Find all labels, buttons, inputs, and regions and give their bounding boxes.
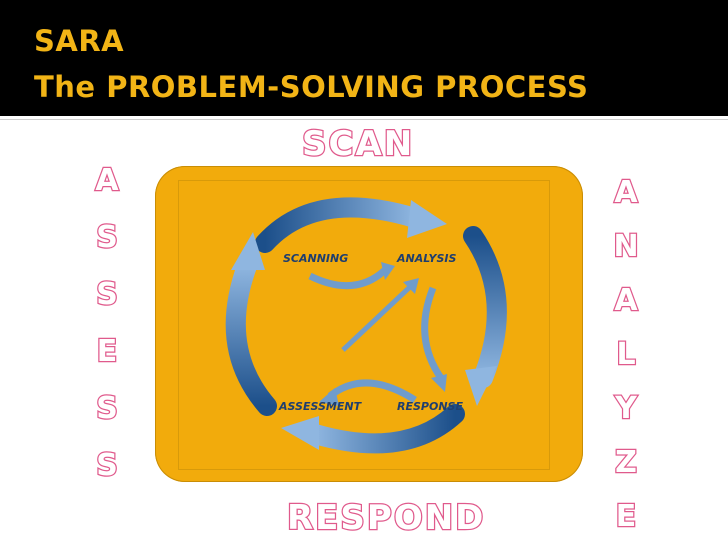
assess-letter: A xyxy=(94,162,120,200)
analyze-letter: A xyxy=(613,282,639,320)
inner-arrow-diagonal-head xyxy=(403,278,419,294)
inner-arrow-bottom xyxy=(327,379,417,403)
scanning-label: SCANNING xyxy=(283,252,348,265)
assess-letter: S xyxy=(95,390,119,428)
inner-arrow-bottom-head xyxy=(319,388,339,406)
title-bar: SARA The PROBLEM-SOLVING PROCESS xyxy=(0,0,728,116)
diagram-frame xyxy=(178,180,550,470)
assess-letter: E xyxy=(96,333,119,371)
sara-cycle-diagram: SCANNING ANALYSIS ASSESSMENT RESPONSE xyxy=(225,197,507,454)
assessment-label: ASSESSMENT xyxy=(278,400,363,413)
analyze-letter: Z xyxy=(614,444,638,482)
divider-line xyxy=(0,119,728,120)
inner-arrow-right-head xyxy=(431,374,447,392)
divider xyxy=(0,116,728,119)
response-label: RESPONSE xyxy=(397,400,463,413)
inner-arrow-top-head xyxy=(381,262,395,280)
slide-subtitle: The PROBLEM-SOLVING PROCESS xyxy=(34,70,589,104)
inner-arrow-diagonal xyxy=(341,284,413,352)
analysis-label: ANALYSIS xyxy=(396,252,457,265)
assess-letter: S xyxy=(95,447,119,485)
analyze-letter: Y xyxy=(614,390,638,428)
arrow-scan-to-analysis xyxy=(255,197,447,253)
arrow-analysis-to-response xyxy=(463,226,507,406)
analyze-letter: N xyxy=(612,228,640,266)
arrow-response-to-assessment xyxy=(281,404,465,454)
inner-arrow-right xyxy=(421,286,444,381)
arrow-assessment-to-scan xyxy=(225,232,277,416)
respond-label: RESPOND xyxy=(286,497,486,540)
assess-letter: S xyxy=(95,276,119,314)
slide-title: SARA xyxy=(34,24,125,58)
analyze-vertical-label: A N A L Y Z E xyxy=(609,166,643,544)
assess-letter: S xyxy=(95,219,119,257)
analyze-letter: L xyxy=(615,336,637,374)
inner-arrow-top xyxy=(308,267,388,290)
analyze-letter: A xyxy=(613,174,639,212)
analyze-letter: E xyxy=(615,498,638,536)
assess-vertical-label: A S S E S S xyxy=(90,152,124,494)
scan-label: SCAN xyxy=(301,123,415,166)
